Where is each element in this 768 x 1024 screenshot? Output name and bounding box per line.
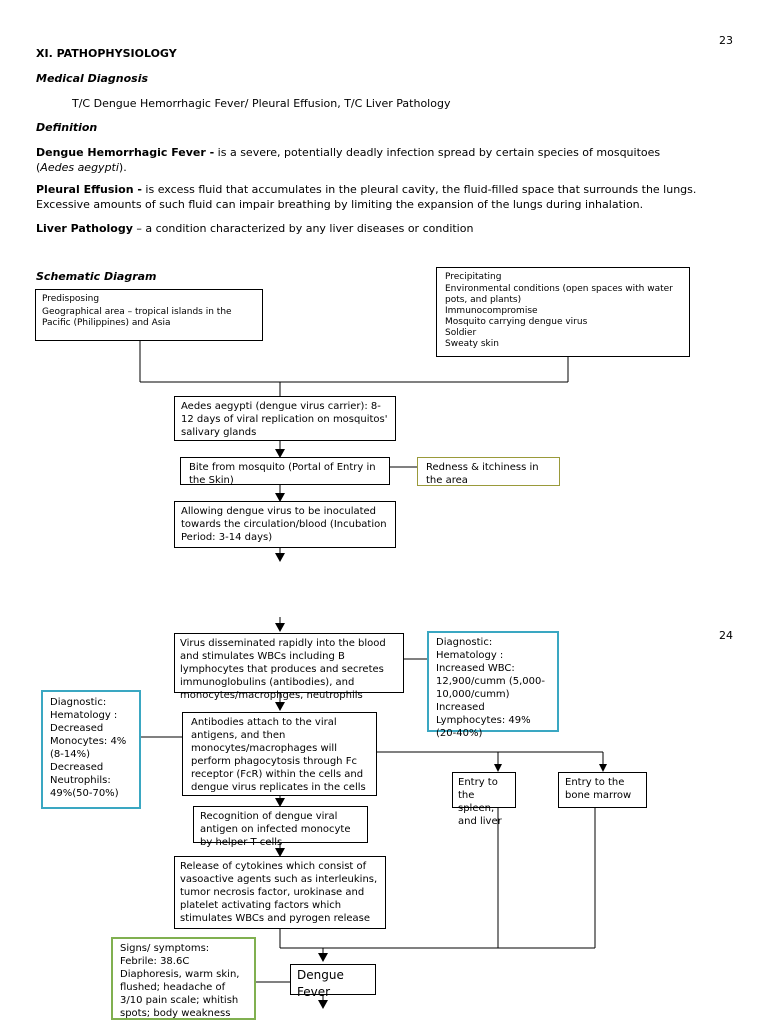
definition-text: – a condition characterized by any liver… <box>132 222 474 235</box>
precipitating-line: Soldier <box>445 328 477 338</box>
arrow-down-icon <box>318 1000 328 1009</box>
diagnostic-left-box: Diagnostic: Hematology : Decreased Monoc… <box>41 690 141 809</box>
definition-liver: Liver Pathology – a condition characteri… <box>36 221 701 236</box>
precipitating-line: Mosquito carrying dengue virus <box>445 317 588 327</box>
definition-italic: Aedes aegypti <box>40 161 119 174</box>
bite-box: Bite from mosquito (Portal of Entry in t… <box>180 457 390 486</box>
precipitating-line: Immunocompromise <box>445 306 538 316</box>
definition-term: Liver Pathology <box>36 222 133 235</box>
redness-box: Redness & itchiness in the area <box>417 457 560 486</box>
definition-dhf: Dengue Hemorrhagic Fever - is a severe, … <box>36 145 701 175</box>
arrow-down-icon <box>275 493 285 502</box>
definition-term: Dengue Hemorrhagic Fever - <box>36 146 215 159</box>
predisposing-title: Predisposing <box>42 294 100 304</box>
page-number-24: 24 <box>719 629 733 642</box>
arrow-down-icon <box>275 798 285 807</box>
signs-box: Signs/ symptoms: Febrile: 38.6C Diaphore… <box>111 937 256 1020</box>
virus-box: Virus disseminated rapidly into the bloo… <box>174 633 404 701</box>
allowing-box: Allowing dengue virus to be inoculated t… <box>174 501 396 548</box>
recognition-box: Recognition of dengue viral antigen on i… <box>193 806 368 848</box>
schematic-heading: Schematic Diagram <box>36 270 157 283</box>
antibodies-box: Antibodies attach to the viral antigens,… <box>182 712 377 796</box>
definition-term: Pleural Effusion - <box>36 183 142 196</box>
medical-diagnosis-heading: Medical Diagnosis <box>36 72 149 85</box>
arrow-down-icon <box>275 623 285 632</box>
arrow-down-icon <box>318 953 328 962</box>
dengue-fever-box: Dengue Fever <box>290 964 376 999</box>
predisposing-box: Predisposing Geographical area – tropica… <box>35 289 263 341</box>
definition-text: is excess fluid that accumulates in the … <box>36 183 697 211</box>
section-title: XI. PATHOPHYSIOLOGY <box>36 47 177 60</box>
precipitating-box: Precipitating Environmental conditions (… <box>436 267 690 357</box>
arrow-down-icon <box>275 702 285 711</box>
arrow-down-icon <box>494 764 502 772</box>
spleen-box: Entry to the spleen, and liver <box>452 772 516 827</box>
arrow-down-icon <box>275 449 285 458</box>
page-number-23: 23 <box>719 34 733 47</box>
definition-end: ). <box>118 161 127 174</box>
arrow-down-icon <box>275 848 285 857</box>
precipitating-line: Environmental conditions (open spaces wi… <box>445 284 673 305</box>
predisposing-text: Geographical area – tropical islands in … <box>42 307 232 328</box>
release-box: Release of cytokines which consist of va… <box>174 856 386 929</box>
marrow-box: Entry to the bone marrow <box>558 772 647 808</box>
definition-heading: Definition <box>36 121 98 134</box>
diagnostic-right-box: Diagnostic: Hematology : Increased WBC: … <box>427 631 559 739</box>
arrow-down-icon <box>599 764 607 772</box>
definition-text: is a severe, potentially deadly infectio… <box>36 146 661 174</box>
arrow-down-icon <box>275 553 285 562</box>
precipitating-title: Precipitating <box>445 272 502 282</box>
precipitating-line: Sweaty skin <box>445 339 499 349</box>
medical-diagnosis-text: T/C Dengue Hemorrhagic Fever/ Pleural Ef… <box>72 97 451 110</box>
definition-pleural: Pleural Effusion - is excess fluid that … <box>36 182 701 212</box>
aedes-box: Aedes aegypti (dengue virus carrier): 8-… <box>174 396 396 441</box>
